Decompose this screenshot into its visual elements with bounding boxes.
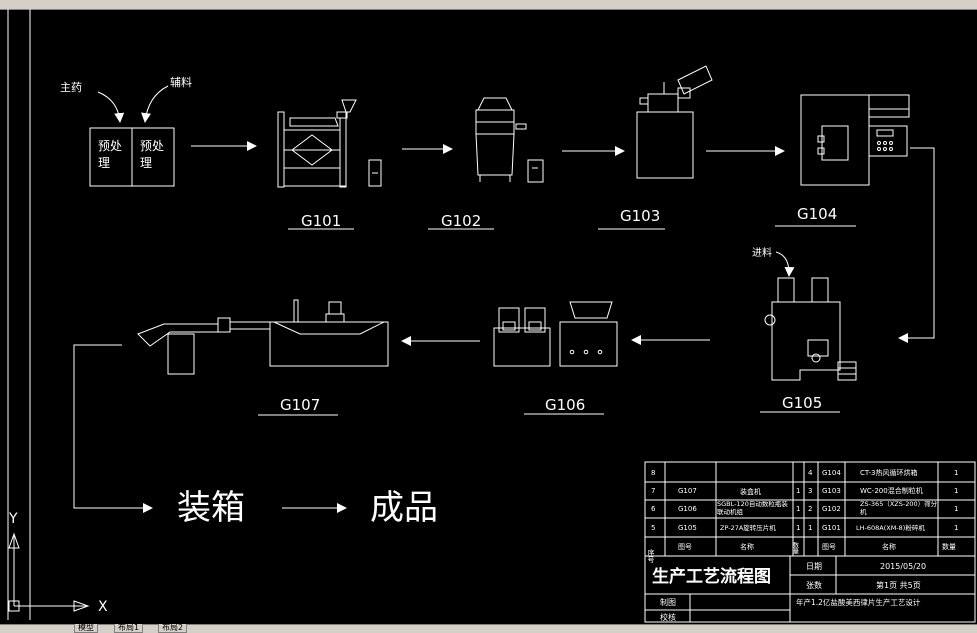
drawing-canvas: 主药 辅料 预处 理 预处 理 G101 G102: [7, 9, 976, 623]
checked-by-label: 校核: [660, 612, 676, 622]
title-block-row-7: 7 G107 装盒机 1 3 G103 WC-200混合制粒机 1: [651, 486, 958, 496]
cad-toolbar: [0, 0, 977, 10]
feed-arrow: [775, 251, 795, 277]
main-drug-label: 主药: [60, 81, 82, 94]
main-drug-arrow: [97, 91, 125, 123]
g105-label: G105: [782, 394, 822, 412]
g105-tablet-press-icon: [764, 277, 857, 381]
header-qty: 数量: [792, 541, 799, 555]
g106-label: G106: [545, 396, 585, 414]
row-name2: WC-200混合制粒机: [860, 486, 923, 495]
excipient-arrow: [141, 85, 169, 123]
row-name: ZP-27A旋转压片机: [720, 523, 776, 532]
row-qty2: 1: [954, 487, 958, 495]
row-no: 7: [651, 487, 655, 495]
row-qty2: 1: [954, 505, 958, 513]
g107-label: G107: [280, 396, 320, 414]
g101-label: G101: [301, 212, 341, 230]
row-no2: 1: [808, 524, 812, 532]
pretreat-box-2: [131, 127, 175, 187]
g102-label: G102: [441, 212, 481, 230]
flow-connector-g107-boxing: [73, 344, 153, 513]
row-no2: 4: [808, 469, 813, 477]
title-block-row-5: 5 G105 ZP-27A旋转压片机 1 1 G101 LH-608A(XM-8…: [651, 523, 958, 532]
title-block: [644, 461, 976, 623]
header-qty2: 数量: [942, 542, 956, 551]
sheets-label: 张数: [806, 580, 822, 590]
g104-oven-icon: [800, 94, 910, 186]
g107-cartoner-icon: [137, 299, 389, 375]
row-code: G106: [678, 505, 697, 513]
pretreat-2-line1: 预处: [140, 139, 164, 153]
row-name2: ZS-365（XZS-200）筛分机: [860, 501, 938, 516]
feed-label: 进料: [752, 246, 772, 259]
g106-bottling-icon: [493, 301, 618, 367]
title-block-row-6: 6 G106 SGBL-120自动数粒瓶装联动机组 1 2 G102 ZS-36…: [651, 501, 958, 516]
header-code2: 图号: [822, 543, 836, 551]
row-name: 装盒机: [740, 487, 761, 496]
g102-sieve-icon: [475, 97, 544, 183]
pretreat-box-1: [89, 127, 133, 187]
g104-label: G104: [797, 205, 837, 223]
boxing-label: 装箱: [177, 488, 245, 528]
finished-product-label: 成品: [370, 488, 438, 528]
pretreat-2-line2: 理: [140, 156, 152, 170]
date-value: 2015/05/20: [880, 562, 926, 571]
row-qty2: 1: [954, 469, 958, 477]
pretreat-1-line2: 理: [98, 156, 110, 170]
row-code2: G101: [822, 524, 841, 532]
drawing-title: 生产工艺流程图: [652, 566, 771, 587]
g103-granulator-icon: [636, 65, 713, 179]
drawn-by-label: 制图: [660, 597, 676, 607]
row-no: 6: [651, 505, 656, 513]
row-code2: G103: [822, 487, 841, 495]
row-code: G107: [678, 487, 697, 495]
row-code2: G104: [822, 469, 841, 477]
row-code: G105: [678, 524, 697, 532]
ucs-y-label: Y: [8, 511, 18, 527]
g101-crusher-icon: [277, 99, 382, 188]
row-name2: CT-3热风循环烘箱: [860, 468, 918, 477]
row-no2: 3: [808, 487, 812, 495]
row-qty: 1: [796, 524, 800, 532]
project-name: 年产1.2亿盐酸美西律片生产工艺设计: [796, 597, 921, 607]
row-qty2: 1: [954, 524, 958, 532]
pretreat-1-line1: 预处: [98, 139, 122, 153]
flow-connector-g104-g105: [898, 147, 935, 343]
title-block-row-8: 8 4 G104 CT-3热风循环烘箱 1: [651, 468, 958, 477]
row-qty: 1: [796, 487, 800, 495]
header-name2: 名称: [882, 542, 896, 551]
header-name: 名称: [740, 542, 754, 551]
header-no: 序号: [647, 548, 655, 564]
ucs-icon: [8, 532, 90, 612]
row-name2: LH-608A(XM-8)粉碎机: [856, 523, 925, 532]
ucs-x-label: X: [98, 599, 108, 615]
title-block-header: 序号 图号 名称 数量 图号 名称 数量: [647, 541, 956, 564]
excipient-label: 辅料: [170, 75, 192, 89]
g103-label: G103: [620, 207, 660, 225]
row-no: 8: [651, 469, 655, 477]
row-no2: 2: [808, 505, 812, 513]
header-code: 图号: [678, 543, 692, 551]
sheets-value: 第1页 共5页: [876, 580, 921, 590]
date-label: 日期: [806, 562, 822, 571]
row-name: SGBL-120自动数粒瓶装联动机组: [717, 501, 788, 516]
row-code2: G102: [822, 505, 841, 513]
row-no: 5: [651, 524, 655, 532]
row-qty: 1: [796, 505, 800, 513]
